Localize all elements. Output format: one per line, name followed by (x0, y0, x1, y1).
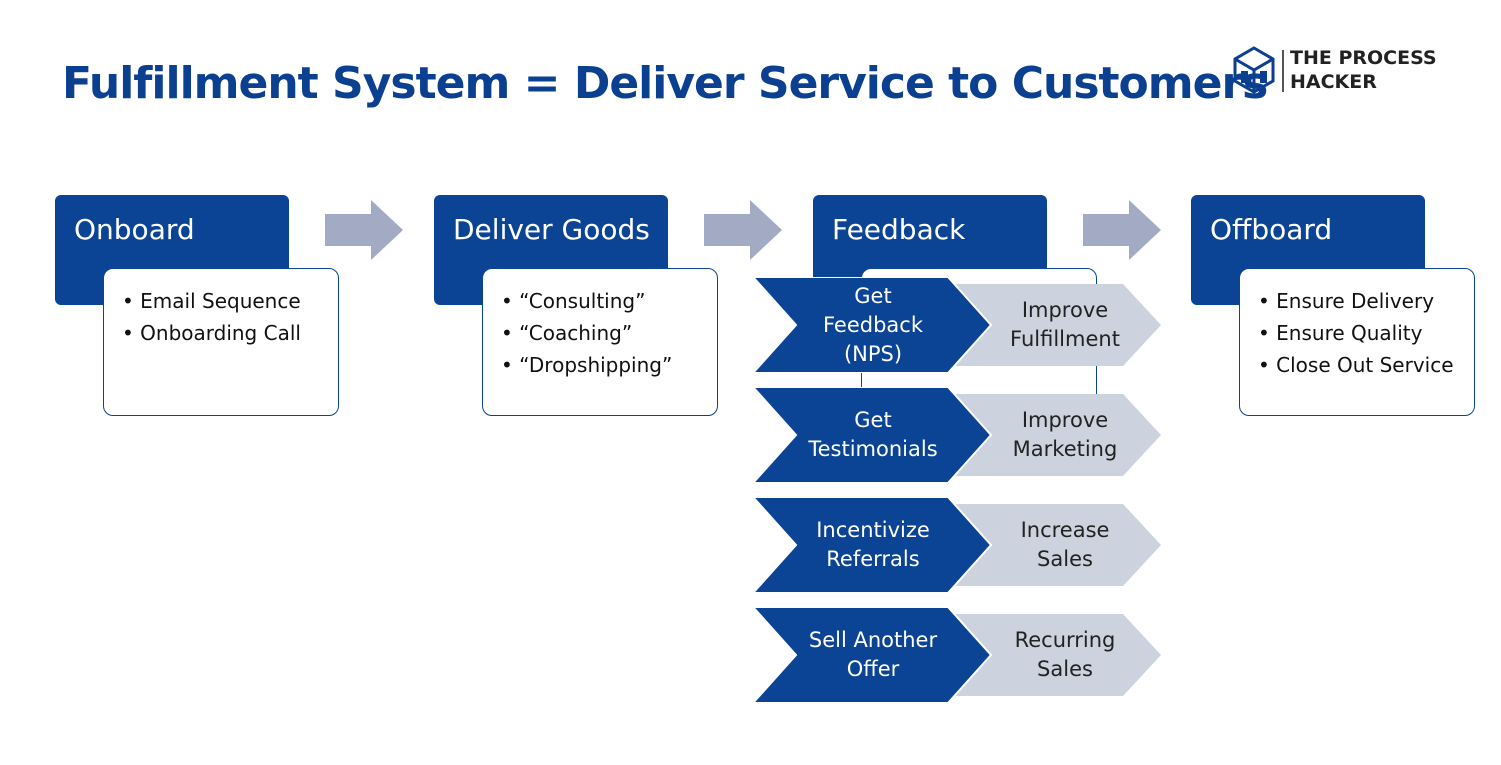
stage-box-offboard: Ensure Delivery Ensure Quality Close Out… (1239, 268, 1475, 416)
stage-box-onboard: Email Sequence Onboarding Call (103, 268, 339, 416)
outcome-label: Increase Sales (1020, 518, 1110, 571)
stage-title: Onboard (74, 213, 195, 246)
action-chevron: Sell Another Offer (753, 607, 993, 703)
list-item: Onboarding Call (122, 317, 328, 349)
list-item: Ensure Quality (1258, 317, 1464, 349)
list-item: Close Out Service (1258, 349, 1464, 381)
logo: THE PROCESS HACKER (1232, 44, 1452, 100)
right-arrow-icon (325, 200, 403, 260)
logo-divider (1282, 50, 1284, 92)
list-item: Email Sequence (122, 285, 328, 317)
right-arrow-icon (704, 200, 782, 260)
logo-text: THE PROCESS HACKER (1290, 47, 1437, 93)
outcome-chevron: Improve Marketing (955, 394, 1195, 490)
action-label: Sell Another Offer (808, 628, 938, 681)
list-item: Ensure Delivery (1258, 285, 1464, 317)
action-label: Get Feedback (NPS) (822, 283, 923, 366)
action-label: Get Testimonials (808, 408, 938, 461)
stage-box-deliver-goods: “Consulting” “Coaching” “Dropshipping” (482, 268, 718, 416)
outcome-chevron: Improve Fulfillment (955, 284, 1195, 380)
outcome-chevron: Recurring Sales (955, 614, 1195, 710)
stage-title: Feedback (832, 213, 966, 246)
outcome-label: Recurring Sales (1014, 628, 1116, 681)
list-item: “Consulting” (501, 285, 707, 317)
stage-title: Offboard (1210, 213, 1333, 246)
action-chevron: Incentivize Referrals (753, 497, 993, 593)
outcome-label: Improve Fulfillment (1010, 298, 1120, 351)
list-item: “Coaching” (501, 317, 707, 349)
outcome-chevron: Increase Sales (955, 504, 1195, 600)
page-title: Fulfillment System = Deliver Service to … (62, 58, 1268, 109)
action-label: Incentivize Referrals (816, 518, 930, 571)
stage-title: Deliver Goods (453, 213, 650, 246)
outcome-label: Improve Marketing (1012, 408, 1118, 461)
list-item: “Dropshipping” (501, 349, 707, 381)
logo-cube-icon (1233, 46, 1275, 94)
action-chevron: Get Testimonials (753, 387, 993, 483)
right-arrow-icon (1083, 200, 1161, 260)
action-chevron: Get Feedback (NPS) (753, 277, 993, 373)
